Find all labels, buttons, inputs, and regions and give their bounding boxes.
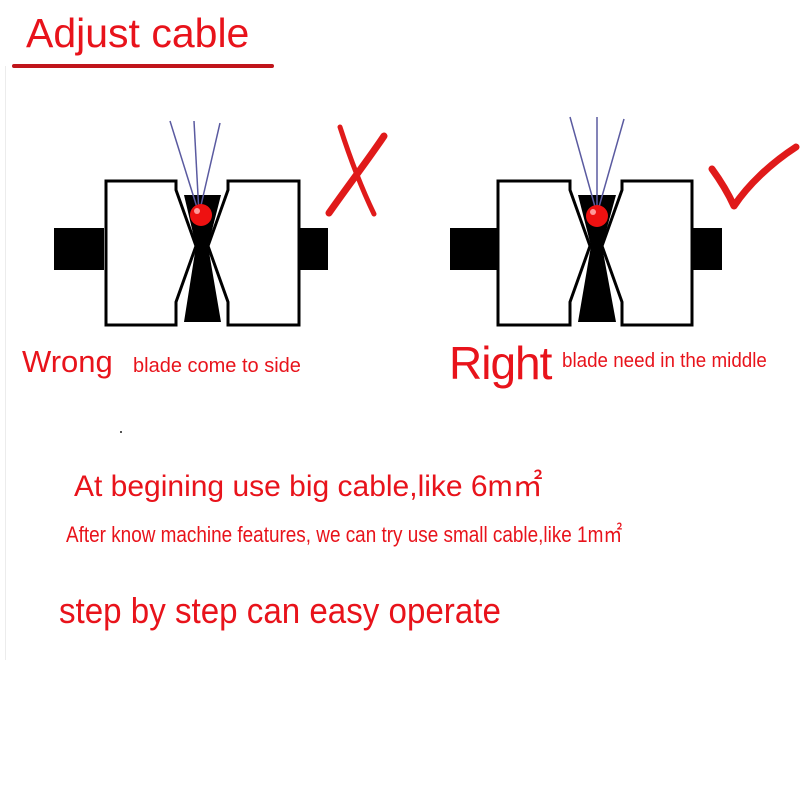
- right-axle-left: [450, 228, 500, 270]
- right-blade-line: [569, 116, 598, 215]
- right-label: Right: [449, 337, 552, 389]
- roller-diagram: [54, 116, 800, 327]
- right-roller-assembly: [450, 116, 722, 327]
- wrong-cable: [190, 204, 212, 226]
- right-right-roller: [600, 179, 694, 327]
- wrong-roller-assembly: [54, 120, 328, 327]
- wrong-cable-highlight: [194, 208, 200, 214]
- check-icon: [708, 143, 800, 210]
- right-description: blade need in the middle: [562, 350, 767, 372]
- left-divider: [5, 66, 6, 660]
- instruction-line-1: At begining use big cable,like 6m㎡: [74, 470, 543, 503]
- right-cable: [586, 205, 608, 227]
- title-underline: [12, 64, 274, 68]
- wrong-right-roller: [206, 179, 301, 327]
- stray-dot: [120, 431, 122, 433]
- cross-icon: [325, 124, 388, 217]
- wrong-left-roller: [104, 179, 198, 327]
- wrong-label: Wrong: [22, 344, 113, 379]
- wrong-blade-line: [198, 122, 221, 215]
- instruction-line-3: step by step can easy operate: [59, 590, 501, 631]
- right-left-roller: [496, 179, 592, 327]
- right-cable-highlight: [590, 209, 596, 215]
- instruction-line-2: After know machine features, we can try …: [66, 522, 623, 547]
- wrong-axle-left: [54, 228, 104, 270]
- wrong-blade-line: [193, 120, 200, 215]
- wrong-axle-right: [300, 228, 328, 270]
- wrong-description: blade come to side: [133, 355, 301, 377]
- right-blade-line: [596, 118, 625, 215]
- right-groove: [578, 195, 616, 322]
- right-axle-right: [692, 228, 722, 270]
- page-title: Adjust cable: [26, 10, 250, 56]
- wrong-groove: [184, 195, 221, 322]
- wrong-blade-line: [169, 120, 200, 215]
